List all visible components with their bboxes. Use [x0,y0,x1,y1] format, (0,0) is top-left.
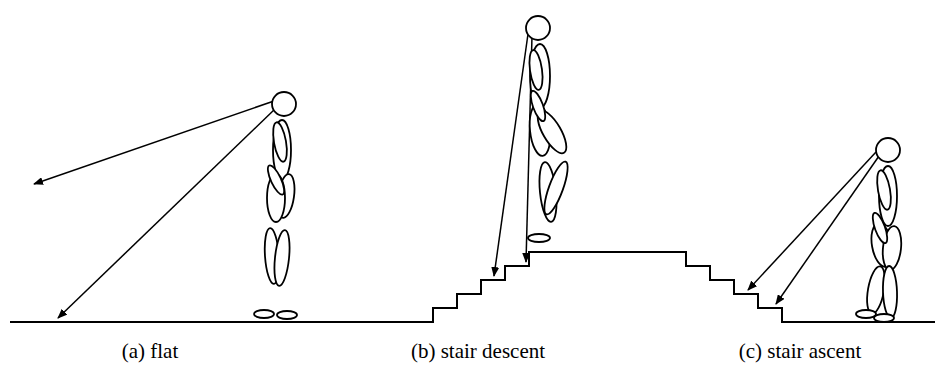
panel-caption: (a) flat [122,339,179,364]
panel-caption: (c) stair ascent [739,339,861,364]
panel-caption: (b) stair descent [411,339,545,364]
